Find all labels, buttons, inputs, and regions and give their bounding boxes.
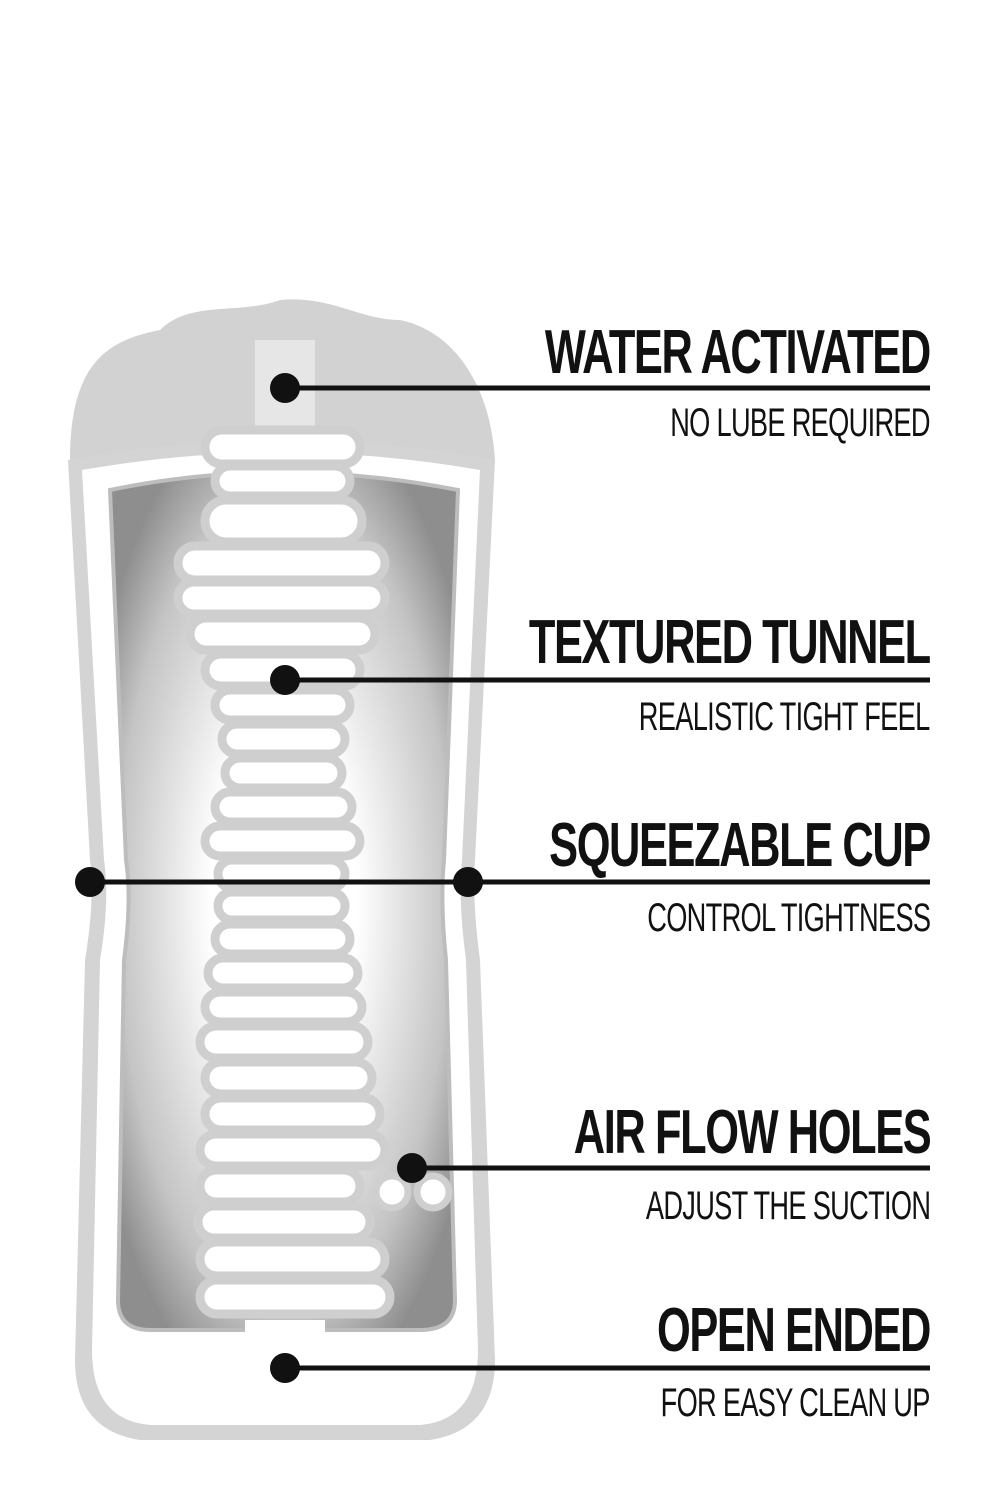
tunnel-rib <box>195 1021 373 1063</box>
tunnel-rib <box>217 719 350 759</box>
feature-squeezable-cup: SQUEEZABLE CUP <box>386 811 931 880</box>
feature-subtitle: NO LUBE REQUIRED <box>670 401 930 445</box>
feature-open-ended-sub: FOR EASY CLEAN UP <box>534 1381 931 1425</box>
callout-dot-squeeze-left <box>75 867 105 897</box>
feature-subtitle: FOR EASY CLEAN UP <box>660 1381 931 1425</box>
tunnel-rib <box>210 919 355 959</box>
tunnel-rib <box>173 577 390 619</box>
air-flow-holes <box>372 1172 453 1212</box>
feature-title: OPEN ENDED <box>657 1296 931 1365</box>
tunnel-rib <box>195 1237 390 1281</box>
tunnel-rib <box>200 1093 385 1135</box>
tunnel-rib <box>195 1165 365 1207</box>
tunnel-rib <box>210 787 357 827</box>
feature-water-activated: WATER ACTIVATED <box>380 318 931 387</box>
tunnel-rib <box>200 987 367 1027</box>
feature-subtitle: REALISTIC TIGHT FEEL <box>639 695 930 739</box>
feature-open-ended: OPEN ENDED <box>540 1296 931 1365</box>
tunnel-rib <box>195 1129 390 1171</box>
callout-dot-airflow <box>397 1153 427 1183</box>
callout-dot-water <box>270 373 300 403</box>
feature-textured-tunnel-sub: REALISTIC TIGHT FEEL <box>502 696 930 738</box>
tunnel-rib <box>203 953 363 993</box>
tunnel-rib <box>220 753 347 793</box>
feature-title: SQUEEZABLE CUP <box>549 811 931 880</box>
tunnel-rib <box>200 495 367 547</box>
feature-squeezable-cup-sub: CONTROL TIGHTNESS <box>514 896 931 940</box>
tunnel-rib <box>210 461 355 501</box>
callout-dot-tunnel <box>270 665 300 695</box>
feature-textured-tunnel: TEXTURED TUNNEL <box>357 608 931 677</box>
tunnel-rib <box>193 1201 375 1243</box>
feature-subtitle: ADJUST THE SUCTION <box>645 1184 931 1228</box>
tunnel-ribs <box>173 425 395 1319</box>
feature-water-activated-sub: NO LUBE REQUIRED <box>548 402 930 444</box>
tunnel-rib <box>185 613 380 655</box>
callout-dot-squeeze-right <box>453 867 483 897</box>
air-hole <box>413 1172 453 1212</box>
tunnel-rib <box>200 425 365 469</box>
callout-dot-open <box>270 1353 300 1383</box>
tunnel-rib <box>195 1275 395 1319</box>
feature-title: TEXTURED TUNNEL <box>529 608 931 677</box>
tunnel-rib <box>173 541 390 585</box>
feature-title: WATER ACTIVATED <box>545 318 931 387</box>
tunnel-rib <box>213 887 350 925</box>
tunnel-rib <box>200 821 365 861</box>
feature-title: AIR FLOW HOLES <box>573 1098 931 1167</box>
air-hole <box>372 1172 412 1212</box>
feature-subtitle: CONTROL TIGHTNESS <box>646 896 931 940</box>
feature-air-flow-holes-sub: ADJUST THE SUCTION <box>512 1184 931 1228</box>
tunnel-rib <box>200 1057 377 1099</box>
feature-air-flow-holes: AIR FLOW HOLES <box>421 1098 931 1167</box>
